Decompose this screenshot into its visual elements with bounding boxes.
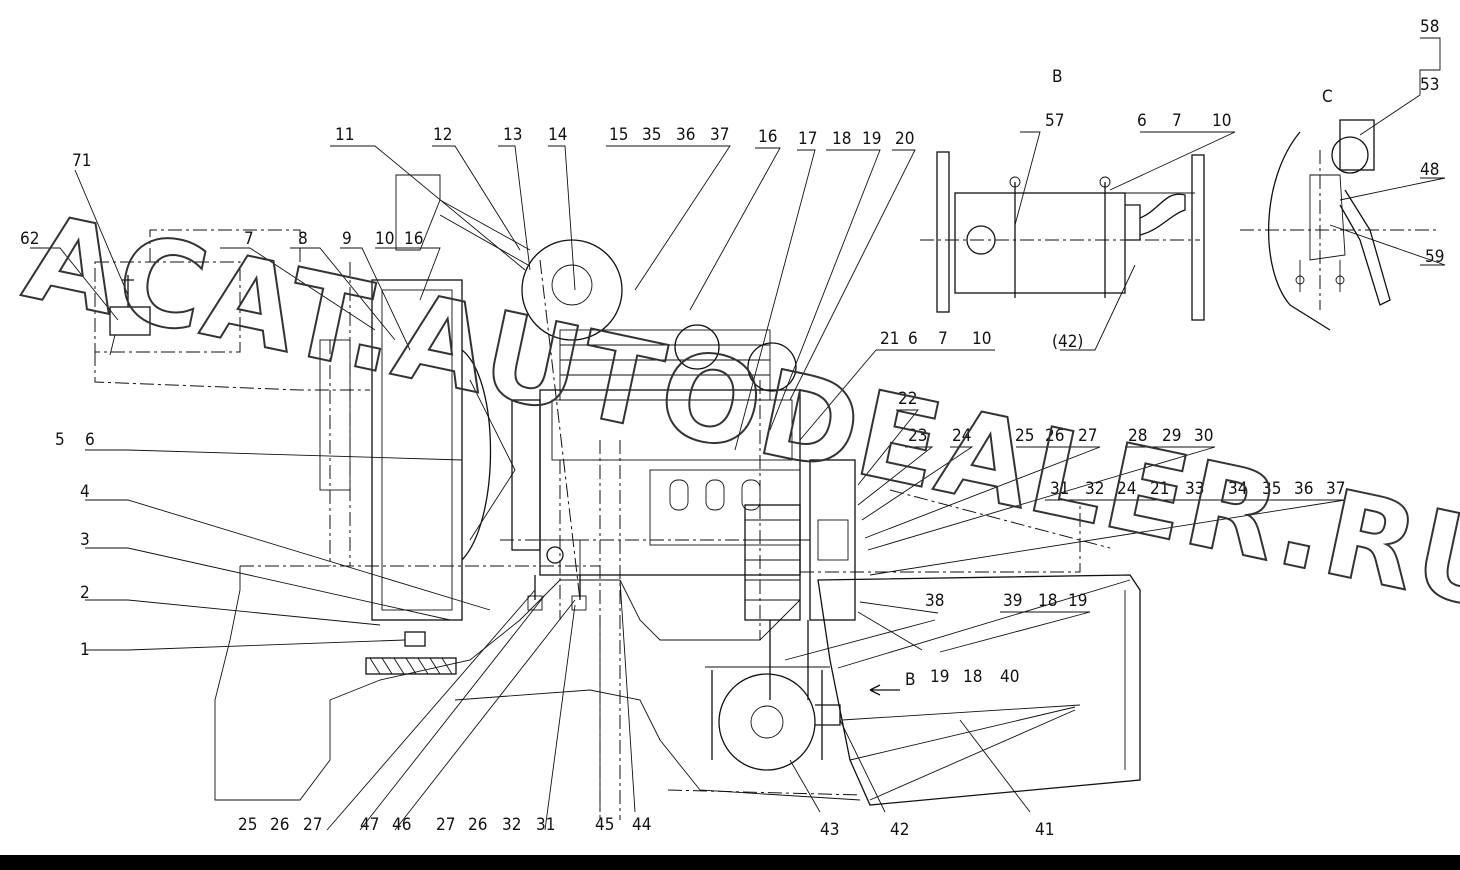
callout-21b: 21 bbox=[1150, 479, 1169, 499]
callout-43: 43 bbox=[820, 820, 839, 840]
callout-59: 59 bbox=[1425, 247, 1444, 267]
callout-53: 53 bbox=[1420, 75, 1439, 95]
callout-36a: 36 bbox=[676, 125, 695, 145]
callout-13: 13 bbox=[503, 125, 522, 145]
callout-18: 18 bbox=[832, 129, 851, 149]
callout-27b: 27 bbox=[303, 815, 322, 835]
callout-39: 39 bbox=[1003, 591, 1022, 611]
callout-15: 15 bbox=[609, 125, 628, 145]
callout-8: 8 bbox=[298, 229, 308, 249]
callout-31b: 31 bbox=[536, 815, 555, 835]
callout-32b: 32 bbox=[502, 815, 521, 835]
callout-45: 45 bbox=[595, 815, 614, 835]
callout-24b: 24 bbox=[1117, 479, 1136, 499]
view-b-arrow-icon bbox=[869, 684, 900, 696]
callout-46: 46 bbox=[392, 815, 411, 835]
callout-10b: 10 bbox=[972, 329, 991, 349]
callout-20: 20 bbox=[895, 129, 914, 149]
callout-37a: 37 bbox=[710, 125, 729, 145]
view-b-label: B bbox=[1052, 67, 1063, 87]
callout-48: 48 bbox=[1420, 160, 1439, 180]
callout-35: 35 bbox=[1262, 479, 1281, 499]
callout-24: 24 bbox=[952, 426, 971, 446]
callout-33: 33 bbox=[1185, 479, 1204, 499]
callout-7b: 7 bbox=[938, 329, 948, 349]
callout-4: 4 bbox=[80, 482, 90, 502]
callout-27c: 27 bbox=[436, 815, 455, 835]
callout-40: 40 bbox=[1000, 667, 1019, 687]
callout-35a: 35 bbox=[642, 125, 661, 145]
callout-34: 34 bbox=[1228, 479, 1247, 499]
callout-6c: 6 bbox=[1137, 111, 1147, 131]
view-c-detail bbox=[1240, 119, 1440, 331]
callout-26: 26 bbox=[1045, 426, 1064, 446]
callout-57: 57 bbox=[1045, 111, 1064, 131]
view-b-detail bbox=[920, 151, 1205, 321]
callout-62: 62 bbox=[20, 229, 39, 249]
callout-labels: 1 2 3 4 5 6 7 8 9 10 16 11 12 13 14 15 3… bbox=[20, 17, 1444, 840]
callout-18c: 18 bbox=[963, 667, 982, 687]
callout-14: 14 bbox=[548, 125, 567, 145]
callout-58: 58 bbox=[1420, 17, 1439, 37]
callout-12: 12 bbox=[433, 125, 452, 145]
callout-6: 6 bbox=[85, 430, 95, 450]
callout-19b: 19 bbox=[1068, 591, 1087, 611]
callout-29: 29 bbox=[1162, 426, 1181, 446]
callout-36: 36 bbox=[1294, 479, 1313, 499]
callout-17: 17 bbox=[798, 129, 817, 149]
callout-26b: 26 bbox=[270, 815, 289, 835]
bottom-border-bar bbox=[0, 855, 1460, 870]
leader-lines bbox=[30, 37, 1446, 831]
callout-19c: 19 bbox=[930, 667, 949, 687]
callout-32: 32 bbox=[1085, 479, 1104, 499]
callout-16: 16 bbox=[758, 127, 777, 147]
callout-38: 38 bbox=[925, 591, 944, 611]
callout-25b: 25 bbox=[238, 815, 257, 835]
callout-31: 31 bbox=[1050, 479, 1069, 499]
callout-22: 22 bbox=[898, 389, 917, 409]
callout-23: 23 bbox=[908, 426, 927, 446]
callout-7: 7 bbox=[244, 229, 254, 249]
callout-7c: 7 bbox=[1172, 111, 1182, 131]
callout-16a: 16 bbox=[404, 229, 423, 249]
callout-44: 44 bbox=[632, 815, 651, 835]
callout-2: 2 bbox=[80, 583, 90, 603]
callout-42b: (42) bbox=[1052, 332, 1083, 352]
callout-19: 19 bbox=[862, 129, 881, 149]
callout-6b: 6 bbox=[908, 329, 918, 349]
callout-5: 5 bbox=[55, 430, 65, 450]
callout-18b: 18 bbox=[1038, 591, 1057, 611]
callout-41: 41 bbox=[1035, 820, 1054, 840]
callout-25: 25 bbox=[1015, 426, 1034, 446]
callout-9: 9 bbox=[342, 229, 352, 249]
callout-10: 10 bbox=[375, 229, 394, 249]
watermark-text: ACAT.AUTODEALER.RU bbox=[14, 187, 1460, 638]
view-b-arrow-label: B bbox=[905, 670, 916, 690]
callout-37: 37 bbox=[1326, 479, 1345, 499]
callout-1: 1 bbox=[80, 640, 90, 660]
callout-26c: 26 bbox=[468, 815, 487, 835]
main-assembly-drawing bbox=[94, 174, 1141, 820]
callout-21: 21 bbox=[880, 329, 899, 349]
callout-3: 3 bbox=[80, 530, 90, 550]
callout-11: 11 bbox=[335, 125, 354, 145]
callout-71: 71 bbox=[72, 151, 91, 171]
view-c-label: C bbox=[1322, 87, 1333, 107]
callout-27: 27 bbox=[1078, 426, 1097, 446]
callout-10c: 10 bbox=[1212, 111, 1231, 131]
callout-47: 47 bbox=[360, 815, 379, 835]
callout-30: 30 bbox=[1194, 426, 1213, 446]
callout-28: 28 bbox=[1128, 426, 1147, 446]
callout-42: 42 bbox=[890, 820, 909, 840]
